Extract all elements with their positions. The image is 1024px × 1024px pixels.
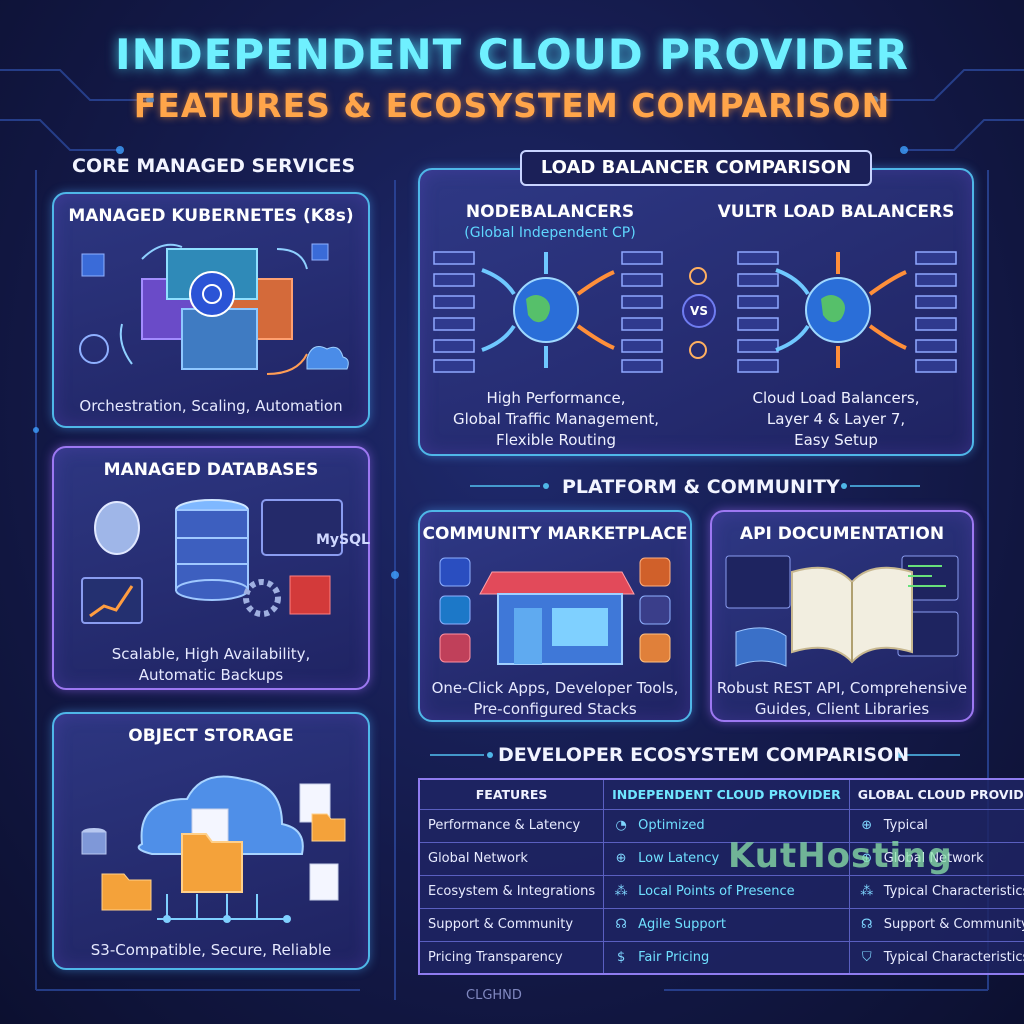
cloud-storage-icon xyxy=(81,775,346,923)
api-docs-title: API DOCUMENTATION xyxy=(739,524,945,544)
header-global: GLOBAL CLOUD PROVIDER xyxy=(848,778,1024,810)
databases-desc-line-2: Automatic Backups xyxy=(138,666,284,684)
vultr-lb-desc-line-2: Layer 4 & Layer 7, xyxy=(766,410,906,428)
row-feature: Ecosystem & Integrations xyxy=(418,874,605,909)
kubernetes-title: MANAGED KUBERNETES (K8s) xyxy=(68,206,354,226)
nodebalancers-desc-line-1: High Performance, xyxy=(486,389,626,407)
row-icp-value: Fair Pricing xyxy=(638,949,710,965)
footer-logo: CLGHND xyxy=(466,988,522,1003)
marketplace-card: COMMUNITY MARKETPLACE One-Click Apps, De… xyxy=(418,510,692,722)
watermark-logo: KutHosting xyxy=(728,836,953,876)
vultr-lb-title: VULTR LOAD BALANCERS xyxy=(717,202,955,222)
shield-icon: ⛉ xyxy=(861,949,872,965)
globe-icon: ⊕ xyxy=(615,851,627,866)
marketplace-desc-line-1: One-Click Apps, Developer Tools, xyxy=(431,679,679,697)
platform-heading: PLATFORM & COMMUNITY xyxy=(562,476,840,498)
eco-heading: DEVELOPER ECOSYSTEM COMPARISON xyxy=(498,744,910,766)
vultr-lb-desc-line-1: Cloud Load Balancers, xyxy=(752,389,920,407)
vultr-lb-desc: Cloud Load Balancers, Layer 4 & Layer 7,… xyxy=(716,388,956,451)
api-docs-desc-line-2: Guides, Client Libraries xyxy=(754,700,930,718)
vultr-lb-desc-line-3: Easy Setup xyxy=(794,431,878,449)
marketplace-title: COMMUNITY MARKETPLACE xyxy=(422,524,688,544)
page-subtitle: FEATURES & ECOSYSTEM COMPARISON xyxy=(133,86,891,125)
table-row: Support & Community ☊ Agile Support ☊ Supp… xyxy=(418,907,1024,942)
headset-icon: ☊ xyxy=(860,917,873,932)
table-header-row: FEATURES INDEPENDENT CLOUD PROVIDER GLOB… xyxy=(418,778,1024,810)
core-services-heading: CORE MANAGED SERVICES xyxy=(72,155,356,177)
nodebalancers-desc-line-3: Flexible Routing xyxy=(496,431,616,449)
row-feature: Performance & Latency xyxy=(418,808,605,843)
header-independent: INDEPENDENT CLOUD PROVIDER xyxy=(603,778,850,810)
kubernetes-desc: Orchestration, Scaling, Automation xyxy=(79,397,343,415)
mysql-label: MySQL xyxy=(316,532,370,548)
nodebalancers-desc: High Performance, Global Traffic Managem… xyxy=(436,388,676,451)
header-features: FEATURES xyxy=(418,778,605,810)
network-icon: ⁂ xyxy=(614,884,628,899)
database-stack-icon xyxy=(81,499,343,624)
vs-badge: VS xyxy=(682,294,716,328)
object-storage-card: OBJECT STORAGE S3-Compatible, Secure, Re… xyxy=(52,712,370,970)
network-icon: ⁂ xyxy=(860,884,874,899)
table-row: Pricing Transparency $ Fair Pricing ⛉ Typi… xyxy=(418,940,1024,975)
eco-comparison-table: FEATURES INDEPENDENT CLOUD PROVIDER GLOB… xyxy=(418,778,1024,975)
api-docs-desc: Robust REST API, Comprehensive Guides, C… xyxy=(712,678,972,720)
object-storage-desc: S3-Compatible, Secure, Reliable xyxy=(90,941,332,959)
page-title: INDEPENDENT CLOUD PROVIDER xyxy=(114,30,910,79)
lb-heading: LOAD BALANCER COMPARISON xyxy=(520,150,872,186)
dollar-icon: $ xyxy=(616,949,626,965)
open-book-icon xyxy=(725,555,959,667)
row-gcp-value: Typical xyxy=(883,818,928,833)
gauge-icon: ◔ xyxy=(615,818,627,833)
nodebalancers-subtitle: (Global Independent CP) xyxy=(464,225,636,241)
load-balancer-diagram xyxy=(433,251,957,373)
row-icp-value: Local Points of Presence xyxy=(638,884,795,899)
headset-icon: ☊ xyxy=(615,917,627,932)
row-feature: Pricing Transparency xyxy=(418,940,605,975)
kubernetes-card: MANAGED KUBERNETES (K8s) Orchestration, … xyxy=(52,192,370,428)
marketplace-desc: One-Click Apps, Developer Tools, Pre-con… xyxy=(420,678,690,720)
nodebalancers-title: NODEBALANCERS xyxy=(465,202,635,222)
api-docs-desc-line-1: Robust REST API, Comprehensive xyxy=(716,679,968,697)
row-gcp-value: Support & Community xyxy=(883,917,1024,932)
row-feature: Support & Community xyxy=(418,907,605,942)
globe-icon: ⊕ xyxy=(861,851,873,866)
nodebalancers-desc-line-2: Global Traffic Management, xyxy=(452,410,660,428)
row-gcp-value: Typical Characteristics xyxy=(883,949,1024,965)
databases-title: MANAGED DATABASES xyxy=(103,460,319,480)
api-docs-card: API DOCUMENTATION Robust REST API, Compr… xyxy=(710,510,974,722)
object-storage-title: OBJECT STORAGE xyxy=(128,726,294,746)
table-row: Ecosystem & Integrations ⁂ Local Points o… xyxy=(418,874,1024,909)
databases-desc-line-1: Scalable, High Availability, xyxy=(111,645,311,663)
marketplace-desc-line-2: Pre-configured Stacks xyxy=(473,700,637,718)
globe-icon: ⊕ xyxy=(861,818,873,833)
databases-desc: Scalable, High Availability, Automatic B… xyxy=(54,644,368,686)
row-gcp-value: Typical Characteristics xyxy=(883,884,1024,899)
row-gcp-value: Global Network xyxy=(883,851,984,866)
table-row: Performance & Latency ◔ Optimized ⊕ Typica… xyxy=(418,808,1024,843)
row-icp-value: Low Latency xyxy=(638,851,720,866)
kubernetes-containers-icon xyxy=(79,243,349,375)
storefront-icon xyxy=(439,557,671,665)
row-icp-value: Agile Support xyxy=(638,917,727,932)
databases-card: MANAGED DATABASES MySQL Scalable, High A… xyxy=(52,446,370,690)
row-icp-value: Optimized xyxy=(638,818,705,833)
row-feature: Global Network xyxy=(418,841,605,876)
